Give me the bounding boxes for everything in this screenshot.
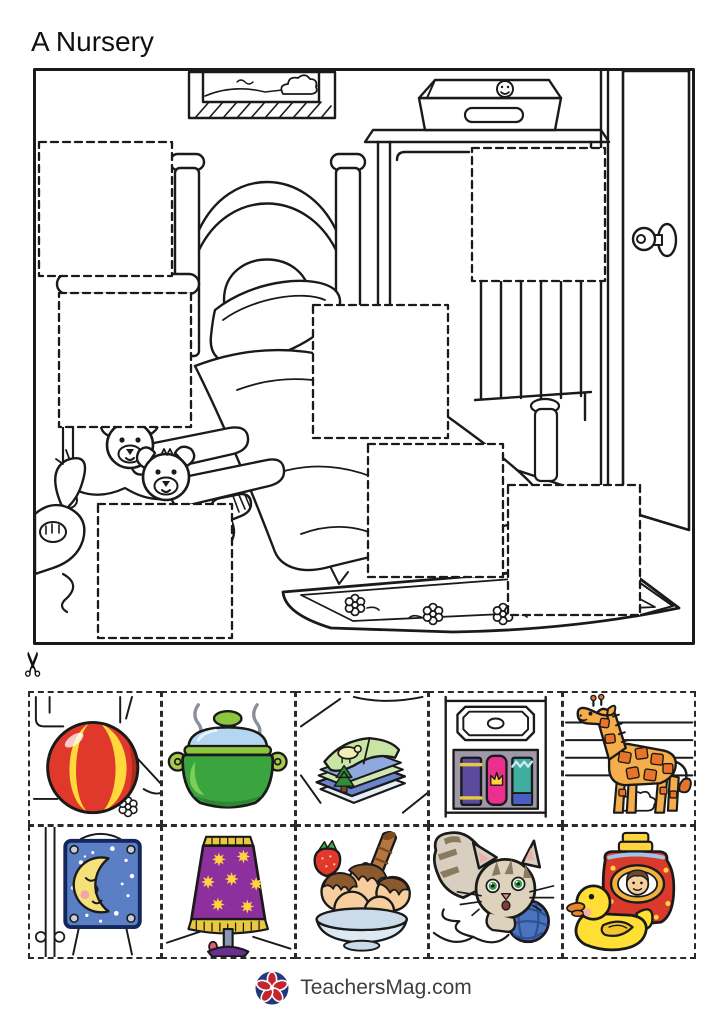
nursery-scene	[33, 68, 695, 645]
shelf-books-icon	[444, 695, 548, 818]
footer-brand-text: TeachersMag.com	[300, 976, 472, 999]
toy-chest-lineart	[363, 78, 611, 144]
card-cooking-pot	[161, 691, 296, 826]
cut-out-cards-grid	[28, 691, 696, 959]
rubber-duck-icon	[565, 831, 675, 951]
cat-lineart	[33, 449, 87, 614]
teachersmag-logo-icon	[255, 971, 289, 1005]
cooking-pot-icon	[168, 703, 289, 809]
moon-picture-icon	[34, 826, 142, 957]
cutout-placeholder	[57, 291, 193, 429]
card-ice-cream-sundae	[294, 824, 430, 959]
cutout-placeholder	[37, 140, 174, 278]
card-picture-books	[294, 691, 430, 826]
card-giraffe-toy	[561, 691, 696, 826]
picture-books-icon	[299, 695, 428, 814]
cat-yarn-icon	[433, 830, 555, 943]
scissors-icon: ✂	[14, 649, 54, 679]
footer: TeachersMag.com	[0, 960, 724, 1016]
card-moon-picture	[28, 824, 163, 959]
card-cat-with-yarn	[428, 824, 563, 959]
picture-frame-lineart	[187, 70, 337, 120]
lamp-icon	[166, 835, 292, 957]
card-rubber-duck	[561, 824, 696, 959]
giraffe-icon	[564, 693, 694, 814]
cutout-placeholder	[96, 502, 234, 640]
sundae-icon	[313, 830, 411, 952]
beach-ball-icon	[32, 695, 161, 818]
cutout-placeholder	[366, 442, 505, 579]
card-bedside-lamp	[161, 824, 296, 959]
card-beach-ball	[28, 691, 163, 826]
page-title: A Nursery	[31, 26, 154, 57]
door-lineart	[599, 69, 691, 532]
cutout-placeholder	[506, 483, 642, 617]
cutout-placeholder	[311, 303, 450, 440]
puppy-slippers-lineart	[99, 413, 286, 508]
pillow	[209, 279, 342, 366]
cutout-placeholder	[470, 146, 607, 283]
card-shelf-with-books	[428, 691, 563, 826]
